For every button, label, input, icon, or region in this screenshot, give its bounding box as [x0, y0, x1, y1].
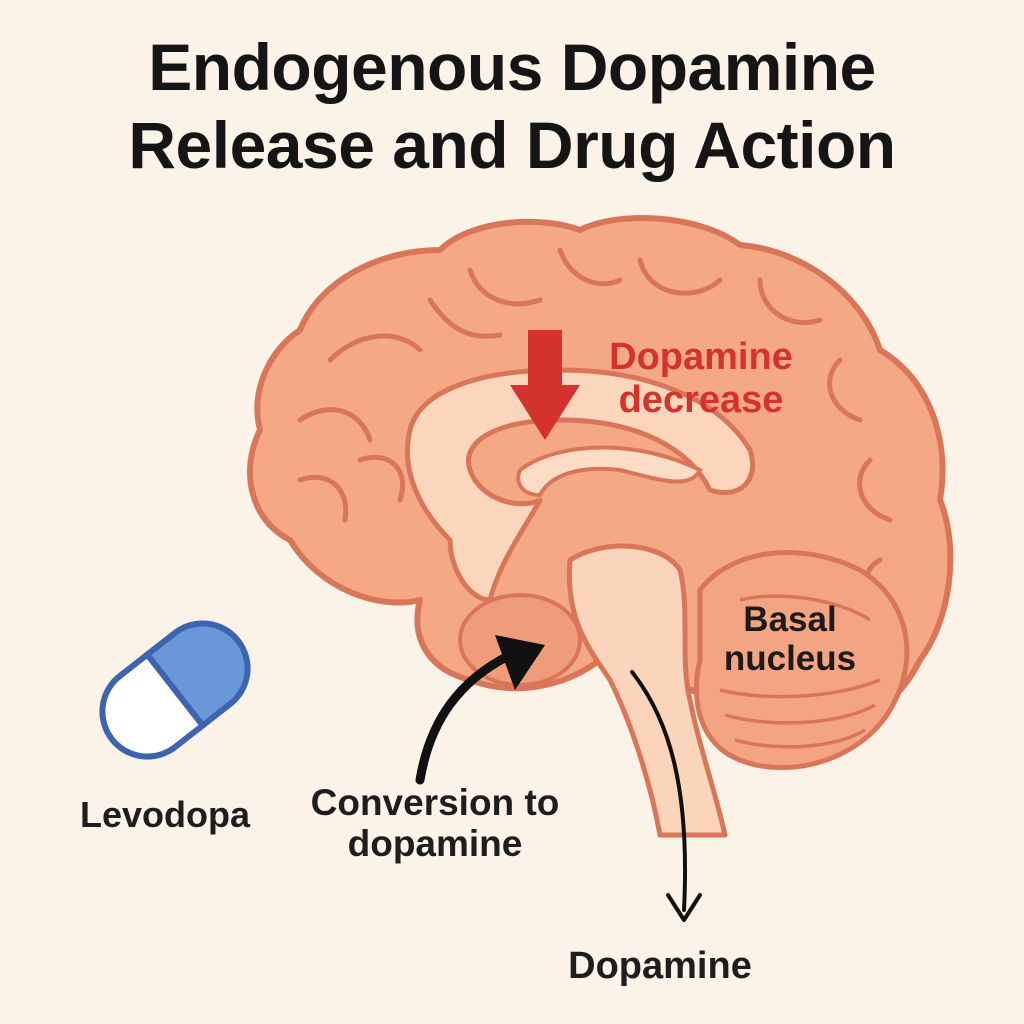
diagram-title: Endogenous Dopamine Release and Drug Act…: [0, 28, 1024, 184]
red-down-arrow-icon: [510, 330, 580, 440]
brain-icon: [247, 215, 954, 838]
capsule-pill-icon: [99, 620, 251, 760]
cerebellum-folds: [719, 594, 881, 749]
label-conversion: Conversion to dopamine: [310, 782, 560, 865]
label-dopamine-decrease: Dopamine decrease: [609, 336, 793, 421]
label-dopamine: Dopamine: [568, 945, 752, 987]
label-basal-nucleus: Basal nucleus: [723, 600, 857, 679]
title-line-1: Endogenous Dopamine: [148, 30, 876, 104]
curved-arrow-icon: [415, 635, 545, 785]
title-line-2: Release and Drug Action: [128, 108, 896, 182]
fornix: [516, 445, 703, 498]
down-arrow-icon: [630, 670, 702, 922]
label-levodopa: Levodopa: [79, 794, 250, 835]
